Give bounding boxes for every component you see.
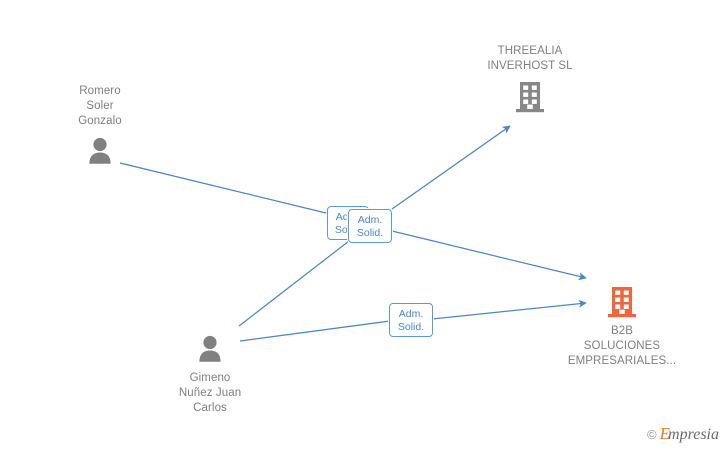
node-label-b2b-soluciones-empresariales: B2B SOLUCIONES EMPRESARIALES...: [567, 325, 677, 367]
brand-initial: E: [659, 424, 671, 443]
building-icon-orange: [608, 287, 636, 318]
brand-rest: mpresia: [668, 426, 719, 443]
node-label-threealia-inverhost-sl: THREEALIA INVERHOST SL: [487, 45, 573, 72]
node-person-gimeno-nunez-juan-carlos[interactable]: Gimeno Nuñez Juan Carlos: [158, 334, 262, 416]
node-label-romero-soler-gonzalo: Romero Soler Gonzalo: [78, 85, 122, 127]
watermark-empresia: © Empresia: [647, 424, 719, 444]
node-label-gimeno-nunez-juan-carlos: Gimeno Nuñez Juan Carlos: [178, 372, 242, 414]
edge-romero-to-label: [119, 162, 331, 215]
copyright-symbol: ©: [647, 427, 657, 442]
node-person-romero-soler-gonzalo[interactable]: Romero Soler Gonzalo: [48, 84, 152, 166]
edge-label-adm-solid-lower[interactable]: Adm. Solid.: [389, 303, 433, 337]
node-company-threealia-inverhost-sl[interactable]: THREEALIA INVERHOST SL: [458, 44, 602, 113]
edge-label-lower-to-b2b: [431, 299, 587, 320]
edge-gimeno-to-label-front: [238, 240, 350, 327]
building-icon-gray: [516, 82, 544, 113]
brand-name: Empresia: [660, 424, 719, 444]
edge-label-back-to-b2b: [391, 230, 587, 281]
node-company-b2b-soluciones-empresariales[interactable]: B2B SOLUCIONES EMPRESARIALES...: [516, 286, 728, 369]
edge-label-adm-solid-front[interactable]: Adm. Solid.: [348, 209, 392, 243]
person-icon: [199, 335, 221, 362]
edge-label-front-to-threealia: [391, 125, 511, 210]
person-icon: [89, 137, 111, 164]
edge-gimeno-to-label-lower: [239, 320, 391, 342]
